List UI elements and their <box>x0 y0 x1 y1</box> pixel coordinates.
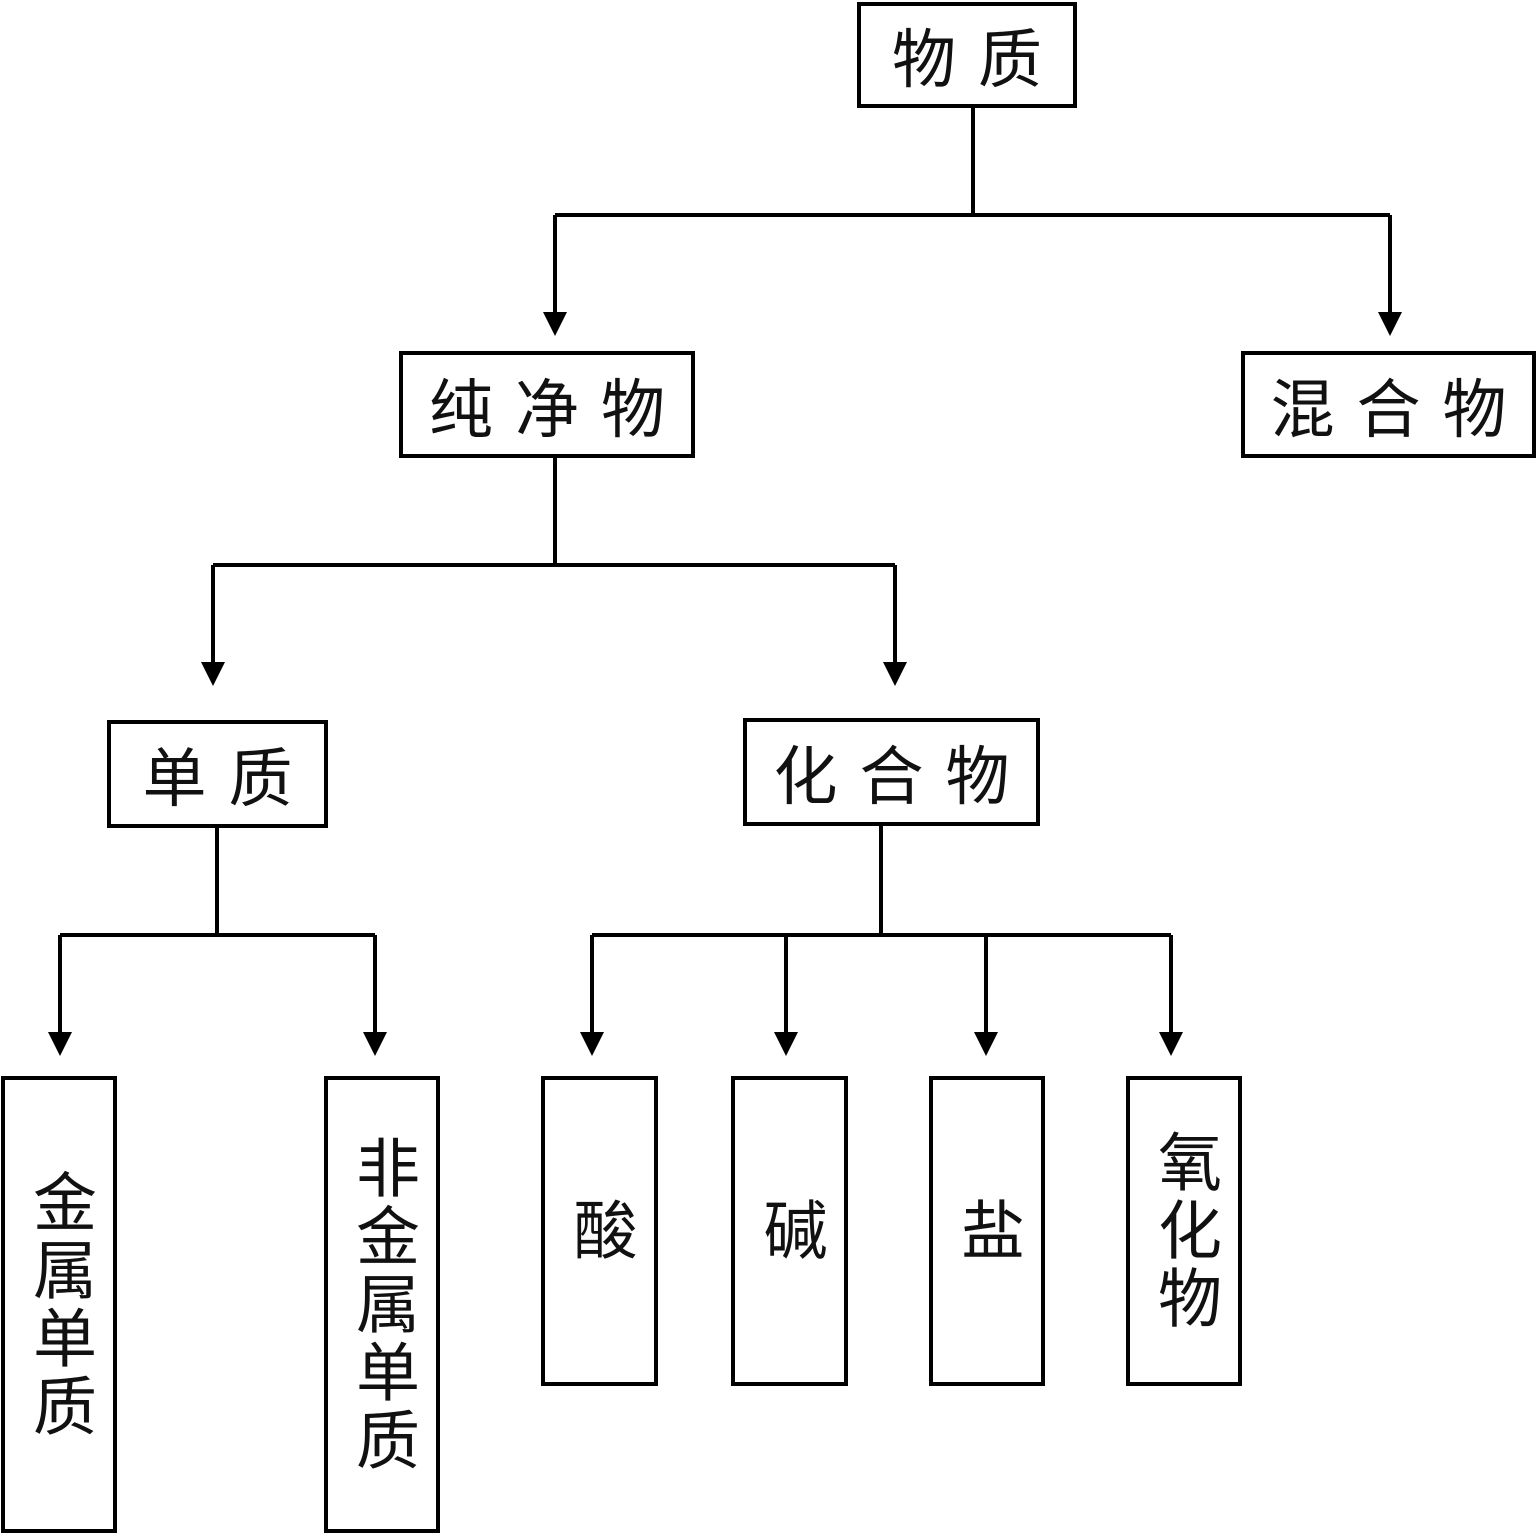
node-nonmetal-element: 非金属单质 <box>324 1076 440 1533</box>
node-salt: 盐 <box>929 1076 1045 1386</box>
node-matter: 物质 <box>857 2 1077 108</box>
node-element: 单质 <box>107 720 328 828</box>
node-pure-substance: 纯净物 <box>399 351 695 458</box>
node-base: 碱 <box>731 1076 848 1386</box>
node-mixture: 混合物 <box>1241 351 1536 458</box>
node-acid: 酸 <box>541 1076 658 1386</box>
node-compound: 化合物 <box>743 718 1040 826</box>
node-metal-element: 金属单质 <box>1 1076 117 1533</box>
node-oxide: 氧化物 <box>1126 1076 1242 1386</box>
